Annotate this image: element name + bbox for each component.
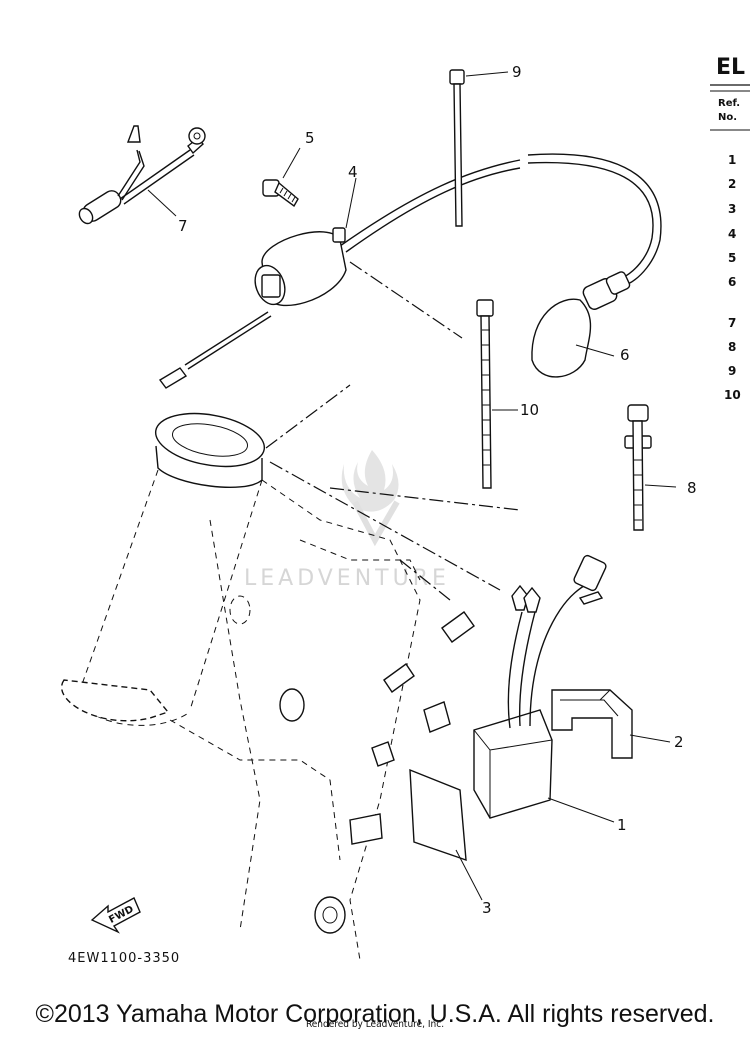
- callout-8: 8: [687, 479, 697, 497]
- table-title: EL: [716, 55, 745, 80]
- part-8-cable-tie: [624, 404, 677, 531]
- callout-labels: 1 2 3 4 5 6 7 8 9 10: [178, 63, 697, 917]
- ref-number: 1: [728, 153, 736, 167]
- fwd-arrow-icon: FWD: [90, 897, 141, 934]
- part-5-screw: [262, 147, 301, 208]
- part-9-cable-tie: [449, 69, 509, 227]
- callout-4: 4: [348, 163, 358, 181]
- ref-header-line2: No.: [718, 112, 737, 123]
- part-1-cdi-unit: [473, 554, 615, 823]
- callout-9: 9: [512, 63, 522, 81]
- ref-number: 7: [728, 316, 736, 330]
- leadventure-watermark: LEADVENTURE: [244, 450, 450, 591]
- callout-2: 2: [674, 733, 684, 751]
- callout-5: 5: [305, 129, 315, 147]
- watermark-text: LEADVENTURE: [244, 566, 450, 591]
- ref-number: 9: [728, 364, 736, 378]
- callout-1: 1: [617, 816, 627, 834]
- frame-outline: [61, 261, 521, 961]
- part-10-cable-tie: [476, 299, 518, 489]
- part-7-lead-wire: [78, 125, 206, 225]
- parts-table: EL Ref. No. 1 2 3 4 5 6 7 8 9 10: [710, 55, 750, 402]
- callout-6: 6: [620, 346, 630, 364]
- callout-3: 3: [482, 899, 492, 917]
- part-2-bracket: [551, 689, 671, 759]
- ref-number: 10: [724, 388, 741, 402]
- ref-number: 8: [728, 340, 736, 354]
- part-4-ignition-coil: [158, 153, 662, 389]
- callout-10: 10: [520, 401, 539, 419]
- rendered-by-credit: Rendered by LeadVenture, Inc.: [305, 1019, 445, 1030]
- ref-number: 6: [728, 275, 736, 289]
- ref-number: 5: [728, 251, 736, 265]
- part-6-plug-cap: [531, 271, 631, 378]
- drawing-code: 4EW1100-3350: [68, 951, 180, 966]
- copyright-notice: ©2013 Yamaha Motor Corporation, U.S.A. A…: [35, 1000, 715, 1028]
- ref-number: 2: [728, 177, 736, 191]
- callout-7: 7: [178, 217, 188, 235]
- ref-header-line1: Ref.: [718, 98, 740, 109]
- part-3-plate: [409, 768, 483, 901]
- ref-number: 3: [728, 202, 736, 216]
- ref-number: 4: [728, 227, 736, 241]
